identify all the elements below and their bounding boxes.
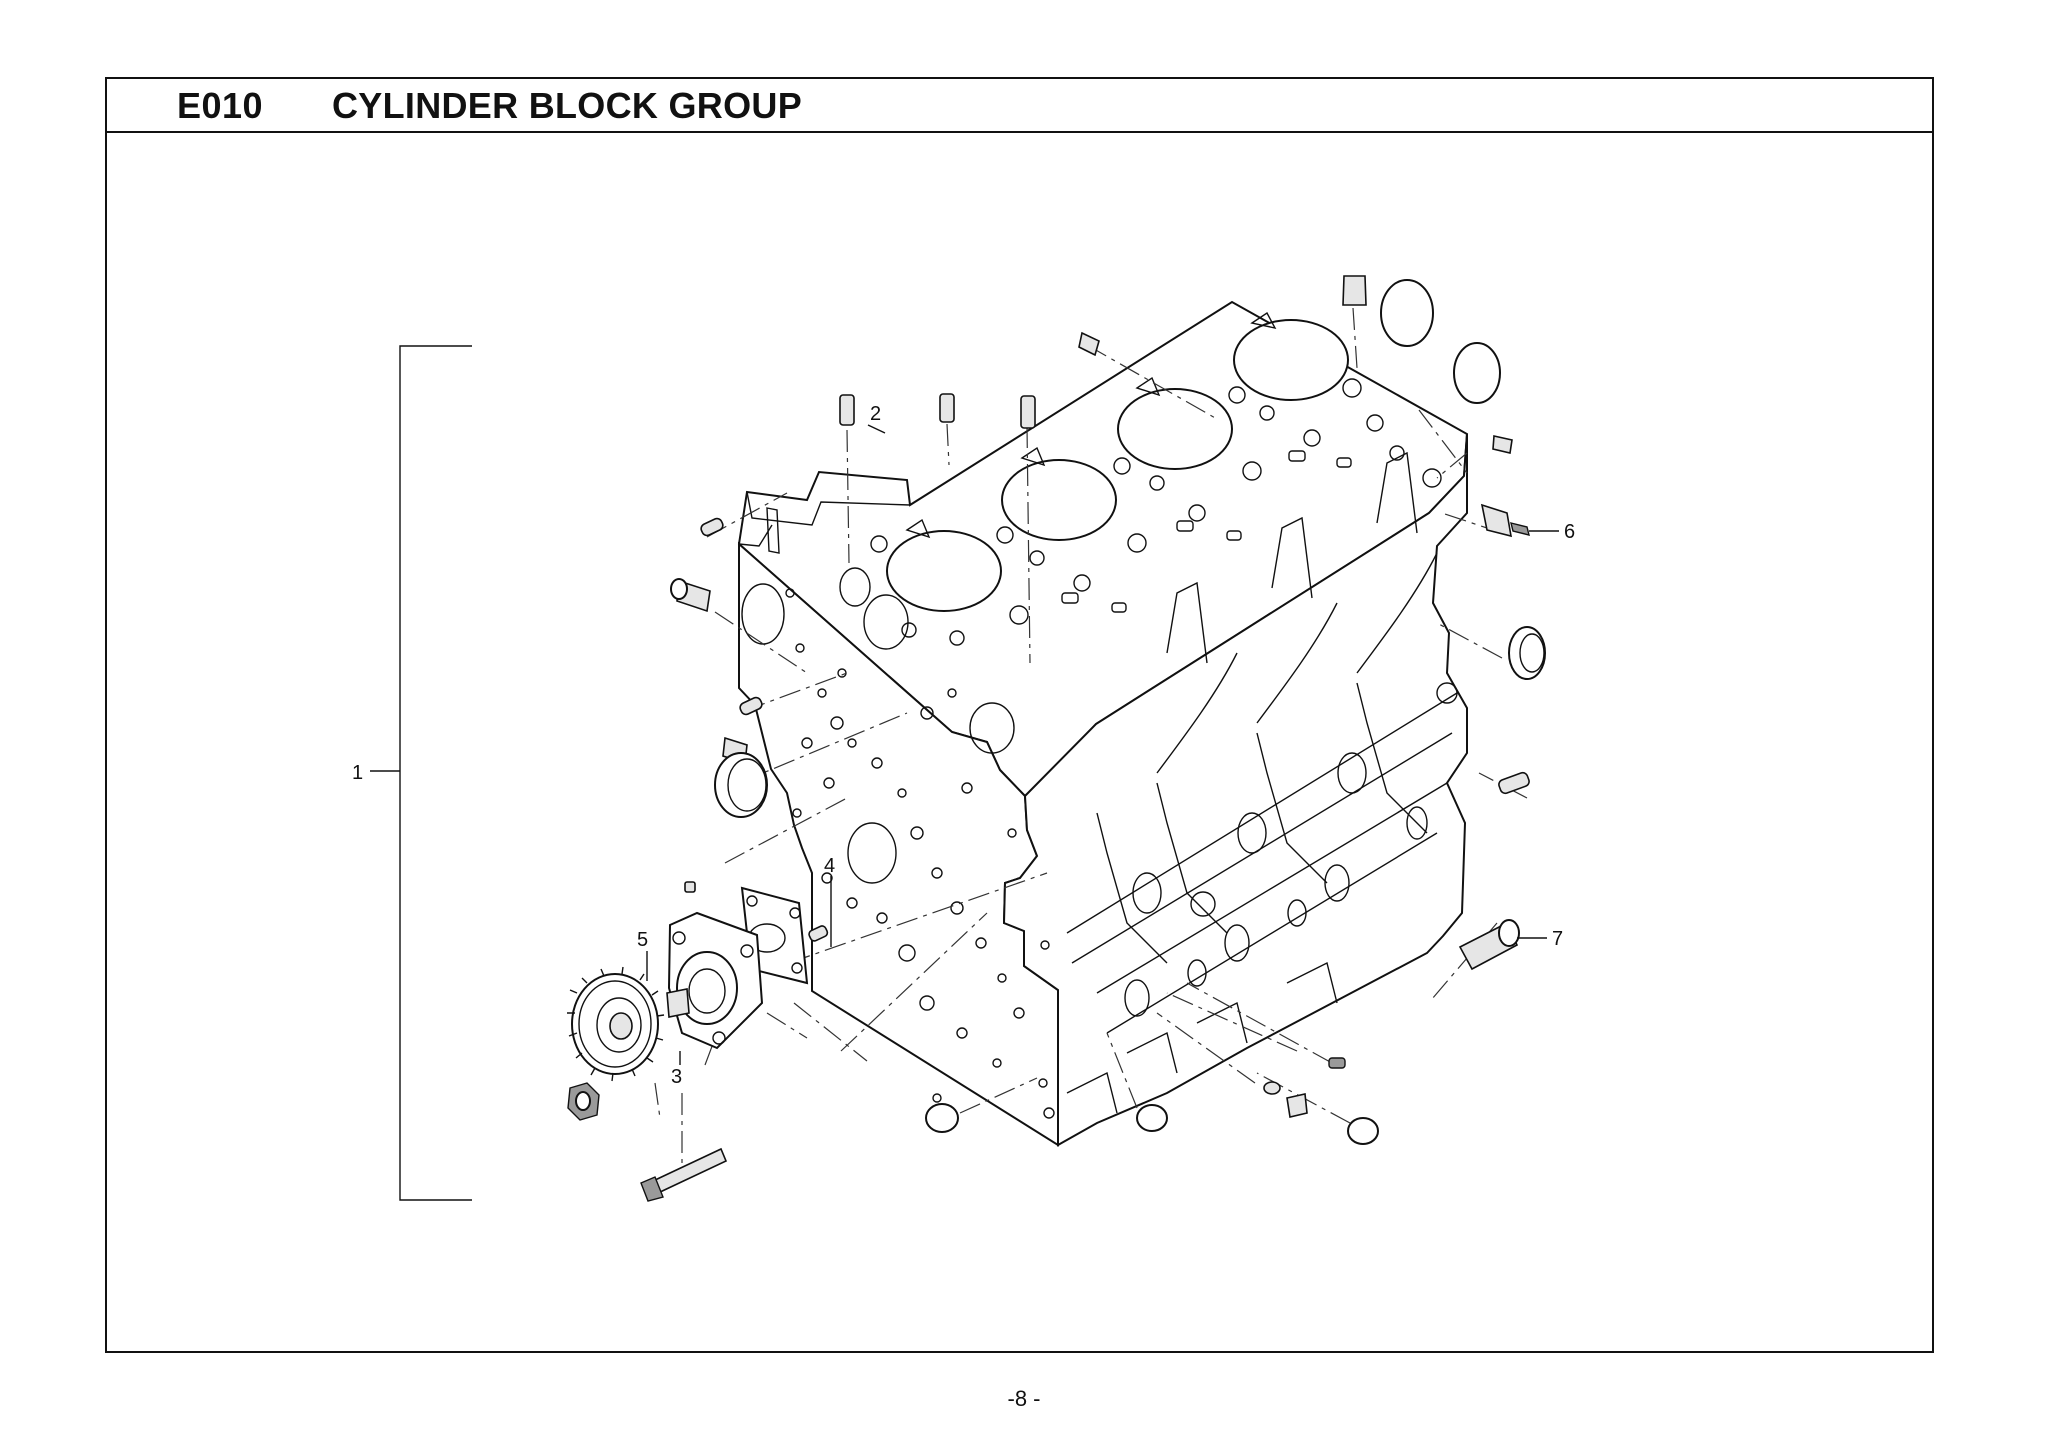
callout-3: 3: [671, 1066, 682, 1088]
callout-7: 7: [1552, 928, 1563, 950]
assembly-bracket: [370, 345, 472, 1201]
assembly-lines: [654, 307, 1528, 1173]
callout-5: 5: [637, 929, 648, 951]
callout-1: 1: [352, 762, 363, 784]
page-number: -8 -: [1007, 1386, 1041, 1411]
loose-parts: [670, 275, 1546, 1145]
group-title: CYLINDER BLOCK GROUP: [332, 85, 803, 126]
cylinder-block: [737, 300, 1469, 1147]
callout-6: 6: [1564, 521, 1575, 543]
callout-2: 2: [870, 403, 881, 425]
group-code: E010: [177, 85, 264, 126]
oil-pump-assembly: [567, 881, 809, 1202]
callout-4: 4: [824, 855, 835, 877]
diagram-frame: E010 CYLINDER BLOCK GROUP: [105, 77, 1934, 1353]
title-bar: E010 CYLINDER BLOCK GROUP: [107, 79, 1932, 133]
exploded-view-drawing: 1 2 3 4 5 6 7: [107, 133, 1932, 1351]
callout-leaders: [646, 424, 1559, 1065]
